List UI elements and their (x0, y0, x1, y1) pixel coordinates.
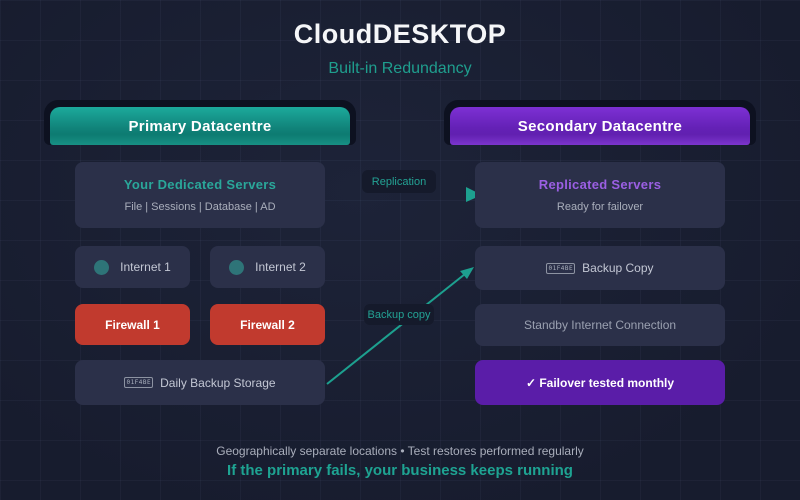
replicated-servers-title: Replicated Servers (538, 177, 662, 192)
page-title: CloudDESKTOP (293, 19, 507, 49)
internet-1-card: Internet 1 (75, 246, 190, 288)
secondary-datacentre-header: Secondary Datacentre (444, 100, 756, 145)
daily-backup-card: 01F4BE Daily Backup Storage (75, 360, 325, 405)
backup-copy-arrowhead-icon (460, 267, 474, 279)
backup-copy-label-text: Backup Copy (582, 261, 654, 275)
primary-datacentre-header: Primary Datacentre (44, 100, 356, 145)
dedicated-servers-card: Your Dedicated Servers File | Sessions |… (75, 162, 325, 228)
firewall-2-label: Firewall 2 (240, 317, 295, 332)
status-dot-icon (94, 259, 110, 275)
backup-copy-connector-label: Backup copy (364, 304, 434, 325)
footer-tagline: If the primary fails, your business keep… (227, 462, 573, 479)
backup-copy-arrow-line (326, 273, 466, 385)
firewall-1-card: Firewall 1 (75, 304, 190, 345)
firewall-1-label: Firewall 1 (105, 317, 160, 332)
backup-copy-card: 01F4BE Backup Copy (475, 246, 725, 290)
dedicated-servers-subtitle: File | Sessions | Database | AD (124, 201, 276, 213)
status-dot-icon (229, 259, 245, 275)
failover-badge-label: ✓ Failover tested monthly (525, 375, 675, 390)
replicated-servers-subtitle: Ready for failover (556, 201, 644, 213)
floppy-disk-icon: 01F4BE (124, 377, 154, 388)
daily-backup-label: Daily Backup Storage (160, 375, 276, 390)
replication-label: Replication (362, 170, 436, 193)
internet-2-card: Internet 2 (210, 246, 325, 288)
replicated-servers-card: Replicated Servers Ready for failover (475, 162, 725, 228)
footer-note: Geographically separate locations • Test… (216, 444, 584, 458)
dedicated-servers-title: Your Dedicated Servers (123, 177, 277, 192)
firewall-2-card: Firewall 2 (210, 304, 325, 345)
secondary-datacentre-header-label: Secondary Datacentre (450, 107, 750, 145)
primary-datacentre-header-label: Primary Datacentre (50, 107, 350, 145)
standby-internet-card: Standby Internet Connection (475, 304, 725, 346)
standby-internet-label: Standby Internet Connection (523, 318, 677, 332)
internet-1-label: Internet 1 (120, 260, 171, 274)
internet-2-label: Internet 2 (255, 260, 306, 274)
page-subtitle: Built-in Redundancy (328, 60, 472, 77)
failover-badge: ✓ Failover tested monthly (475, 360, 725, 405)
floppy-disk-icon: 01F4BE (546, 262, 576, 274)
